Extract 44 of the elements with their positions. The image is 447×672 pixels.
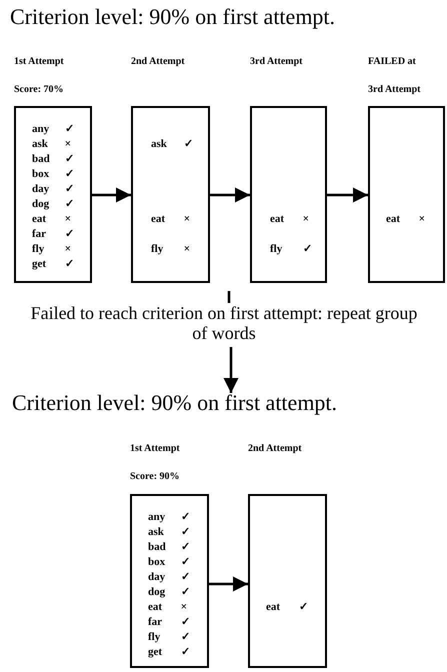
word-result: fly ✓ [148,631,190,644]
column-heading: 3rd Attempt [250,56,302,68]
word-result: far ✓ [32,228,74,241]
column-heading: Score: 70% [14,84,64,96]
word-result: any ✓ [148,511,190,524]
word-result: far ✓ [148,616,190,629]
word-result: ask × [32,138,72,151]
word-result: box ✓ [32,168,74,181]
word-result: eat ✓ [266,601,308,614]
word-result: dog ✓ [32,198,74,211]
word-result: eat × [32,213,72,226]
word-result: day ✓ [148,571,190,584]
word-result: bad ✓ [148,541,190,554]
word-result: get ✓ [148,646,190,659]
arrow [327,188,368,202]
arrow [224,347,238,393]
heading-text: Criterion level: 90% on first attempt. [12,393,338,413]
arrow [92,188,131,202]
word-result: any ✓ [32,123,74,136]
word-result: ask ✓ [148,526,190,539]
column-heading: 2nd Attempt [248,443,302,455]
column-heading: FAILED at 3rd Attempt [368,55,422,97]
word-result: day ✓ [32,183,74,196]
word-result: eat × [270,213,310,226]
word-result: fly × [32,243,72,256]
connector-line [228,291,230,303]
arrow [210,188,250,202]
instruction-text: Failed to reach criterion on first attempt: repeat group of words [30,303,418,343]
word-result: dog ✓ [148,586,190,599]
word-result: get ✓ [32,258,74,271]
word-result: box ✓ [148,556,190,569]
word-result: ask ✓ [151,138,193,151]
arrow [209,576,248,592]
column-heading: 1st Attempt [14,56,64,68]
column-heading: Score: 90% [130,471,180,483]
column-heading: 2nd Attempt [131,56,185,68]
word-result: fly × [151,243,190,256]
heading-text: Criterion level: 90% on first attempt. [10,4,336,30]
word-result: bad ✓ [32,153,74,166]
word-result: eat × [148,601,188,614]
word-result: eat × [151,213,190,226]
column-heading: 1st Attempt [130,443,180,455]
word-result: fly ✓ [270,243,312,256]
word-result: eat × [386,213,426,226]
